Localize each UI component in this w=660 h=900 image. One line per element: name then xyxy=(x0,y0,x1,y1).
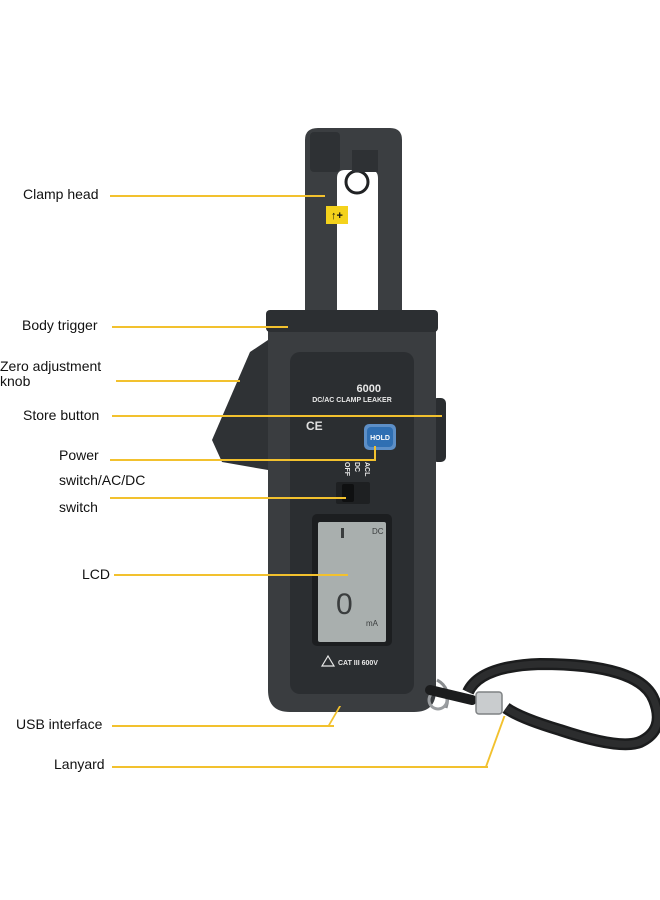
switch-label-off: OFF xyxy=(343,462,350,477)
zero-adjustment-knob[interactable] xyxy=(212,340,268,470)
callout-zero-knob-line2: knob xyxy=(0,373,31,389)
switch-label-dc: DC xyxy=(353,462,360,472)
lcd-reading: 0 xyxy=(336,588,353,621)
leader-power-switch-c xyxy=(110,497,346,499)
lcd-screen xyxy=(318,522,386,642)
callout-lanyard: Lanyard xyxy=(54,756,105,772)
callout-store-button: Store button xyxy=(23,407,100,423)
leader-power-switch-a xyxy=(110,459,376,461)
callout-usb: USB interface xyxy=(16,716,103,732)
switch-label-acl: ACL xyxy=(363,462,370,477)
callout-power-line2: switch/AC/DC xyxy=(59,472,146,488)
leader-lanyard-a xyxy=(112,766,488,768)
power-switch[interactable] xyxy=(342,484,354,502)
leader-lcd xyxy=(114,574,348,576)
clamp-arrow-label: ↑+ xyxy=(331,210,343,222)
callout-power-line1: Power xyxy=(59,447,99,463)
leader-store-button xyxy=(112,415,442,417)
leader-zero-knob xyxy=(116,380,240,382)
lcd-segment-bar xyxy=(341,528,344,538)
clamp-head: ↑+ xyxy=(305,128,402,312)
callout-clamp-head: Clamp head xyxy=(23,186,99,202)
leader-clamp-head xyxy=(110,195,325,197)
category-rating: CAT III 600V xyxy=(338,660,378,667)
lanyard xyxy=(425,658,660,751)
model-number: 6000 xyxy=(357,383,381,395)
meter-body xyxy=(266,310,438,712)
callout-lcd: LCD xyxy=(82,566,111,582)
callout-zero-knob-line1: Zero adjustment xyxy=(0,358,102,374)
hold-label: HOLD xyxy=(370,435,390,442)
callout-body-trigger: Body trigger xyxy=(22,317,98,333)
hold-button[interactable] xyxy=(367,427,393,447)
warning-icon xyxy=(320,654,336,667)
product-name: DC/AC CLAMP LEAKER xyxy=(312,397,392,404)
lcd-mode: DC xyxy=(372,527,384,536)
leader-body-trigger xyxy=(112,326,288,328)
clamp-direction-icon xyxy=(326,206,348,224)
leader-power-switch-b xyxy=(374,446,376,461)
callout-power-line3: switch xyxy=(59,499,98,515)
ce-mark: CE xyxy=(306,419,323,433)
leader-usb-a xyxy=(112,725,334,727)
lcd-unit: mA xyxy=(366,619,379,628)
